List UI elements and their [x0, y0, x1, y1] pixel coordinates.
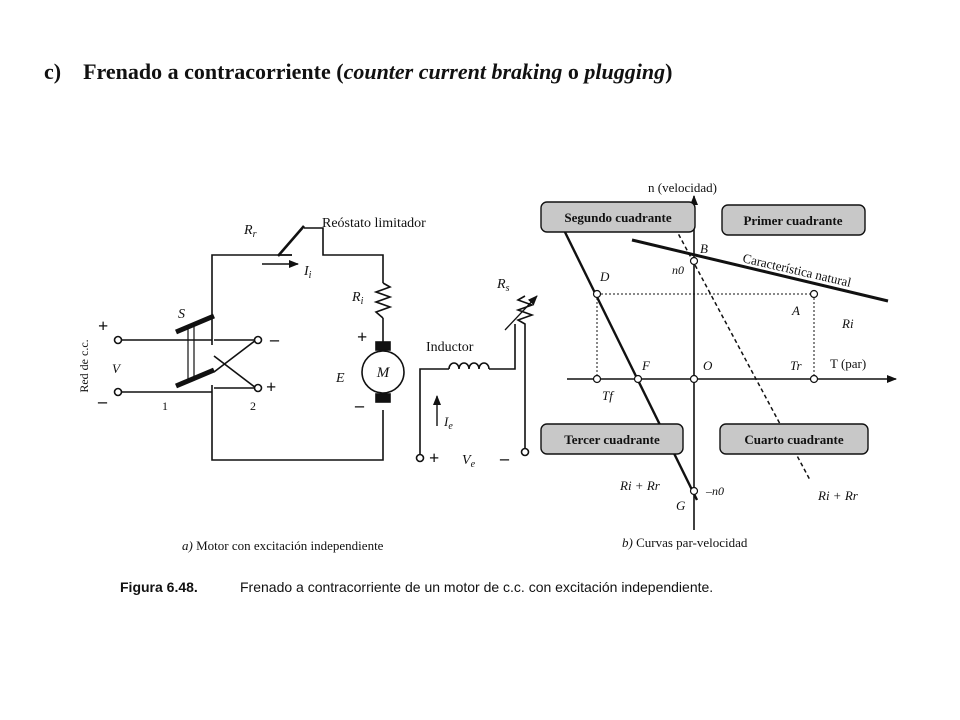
ve-minus-sign: – [499, 448, 510, 468]
rs-variable-arrow [504, 295, 538, 331]
motor-brush-top [375, 341, 391, 351]
label-minus-n0: –n0 [705, 484, 724, 498]
point-b [689, 256, 699, 266]
t-axis-label: T (par) [830, 356, 866, 371]
point-g [689, 486, 699, 496]
terminal-ve-plus [415, 453, 425, 463]
terminal-pos2-top [253, 335, 263, 345]
section-heading: c)Frenado a contracorriente (counter cur… [44, 59, 672, 84]
minus-sign-supply: – [97, 391, 108, 411]
ve-label: Ve [462, 453, 476, 470]
motor-minus-sign: – [354, 395, 365, 415]
rr-label: Rr [243, 223, 257, 240]
wire-cross-a [213, 355, 257, 389]
ii-label: Ii [303, 264, 312, 281]
v-label: V [112, 361, 122, 376]
label-f: F [641, 358, 651, 373]
ri-resistor [373, 282, 393, 319]
ri-label: Ri [351, 290, 364, 307]
inductor-label: Inductor [426, 340, 474, 355]
label-a: A [791, 303, 800, 318]
label-tf: Tf [602, 388, 615, 403]
wire-inductor-right [489, 324, 516, 370]
switch-blade-lower [175, 367, 215, 389]
label-o: O [703, 358, 713, 373]
label-ri-rr-right: Ri + Rr [817, 488, 859, 503]
inductor-coil [448, 362, 490, 370]
motor-circle [361, 350, 405, 394]
label-g: G [676, 498, 686, 513]
label-d: D [599, 269, 610, 284]
terminal-ve-minus [520, 447, 530, 457]
quadrant-box-3 [540, 423, 684, 455]
quadrant-4-label: Cuarto cuadrante [744, 432, 844, 447]
ie-label: Ie [443, 414, 453, 432]
quadrant-labels: Segundo cuadrante Primer cuadrante Terce… [540, 201, 869, 455]
label-b: B [700, 241, 708, 256]
minus-sign-pos2: – [269, 329, 280, 349]
terminal-minus [113, 387, 123, 397]
label-tr: Tr [790, 358, 803, 373]
position-2-label: 2 [250, 399, 256, 413]
circuit-caption: a) Motor con excitación independiente [182, 538, 384, 553]
figure-caption-text: Frenado a contracorriente de un motor de… [240, 579, 713, 595]
wire-bottom [211, 385, 384, 461]
point-tf [592, 374, 602, 384]
wire-inductor-left [419, 368, 449, 455]
motor-label: M [376, 365, 391, 381]
emf-label: E [335, 371, 345, 386]
terminal-plus [113, 335, 123, 345]
plus-sign-supply: + [98, 316, 108, 336]
wire-top-right [304, 227, 384, 283]
rs-label: Rs [496, 277, 510, 294]
rheostat-limiter [277, 225, 305, 257]
label-ri: Ri [841, 316, 854, 331]
red-cc-label: Red de c.c. [77, 339, 91, 392]
graph-caption: b) Curvas par-velocidad [622, 535, 748, 550]
n-axis-label: n (velocidad) [648, 180, 717, 195]
quadrant-3-label: Tercer cuadrante [564, 432, 660, 447]
point-f [633, 374, 643, 384]
quadrant-box-2 [540, 201, 696, 233]
quadrant-1-label: Primer cuadrante [743, 213, 842, 228]
wire-cross-b [213, 339, 257, 373]
point-o [689, 374, 699, 384]
point-a [809, 289, 819, 299]
point-tr [809, 374, 819, 384]
motor-brush-bottom [375, 393, 391, 403]
label-n0: n0 [672, 263, 684, 277]
rheostat-label: Reóstato limitador [322, 216, 426, 231]
quadrant-box-1 [721, 204, 866, 236]
point-d [592, 289, 602, 299]
ve-plus-sign: + [429, 448, 439, 468]
wire-top-left [211, 254, 292, 345]
rs-resistor [515, 295, 535, 448]
terminal-pos2-bottom [253, 383, 263, 393]
motor-circuit [113, 225, 538, 463]
switch-blade-upper [175, 313, 215, 335]
label-ri-rr-left: Ri + Rr [619, 478, 661, 493]
quadrant-2-label: Segundo cuadrante [564, 210, 671, 225]
position-1-label: 1 [162, 399, 168, 413]
natural-characteristic-line [631, 238, 889, 303]
figure-caption-label: Figura 6.48. [120, 579, 198, 595]
plus-sign-pos2: + [266, 377, 276, 397]
quadrant-box-4 [719, 423, 869, 455]
motor-plus-sign: + [357, 327, 367, 347]
switch-label: S [178, 307, 185, 322]
